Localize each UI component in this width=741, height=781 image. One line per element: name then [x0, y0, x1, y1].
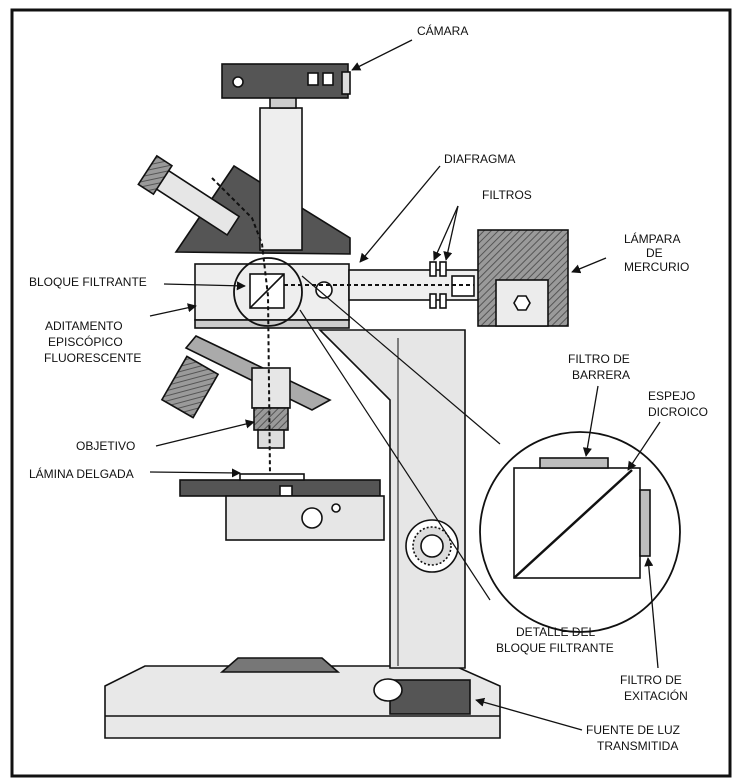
label-detalle-2: BLOQUE FILTRANTE [496, 641, 614, 655]
label-fuente-1: FUENTE DE LUZ [586, 723, 680, 737]
mercury-lamp-nut [513, 295, 531, 311]
base-foot [219, 657, 341, 673]
label-aditamento-3: FLUORESCENTE [44, 351, 141, 365]
dichroic-mirror [513, 469, 633, 579]
label-diafragma: DIAFRAGMA [444, 152, 515, 166]
eyepiece [137, 154, 241, 237]
objective-side [160, 355, 220, 419]
optical-path [211, 177, 474, 475]
label-aditamento-2: EPISCÓPICO [48, 334, 123, 349]
label-espejo-2: DICROICO [648, 405, 708, 419]
label-filtros: FILTROS [482, 188, 532, 202]
camera-tube [259, 107, 303, 251]
microscope-illustration [104, 63, 569, 739]
label-lampara-3: MERCURIO [624, 260, 689, 274]
label-camara: CÁMARA [417, 23, 468, 38]
camera-side [341, 71, 351, 95]
frame-border [10, 8, 732, 778]
labels: CÁMARA DIAFRAGMA FILTROS LÁMPARA DE MERC… [29, 23, 708, 753]
label-filtro-exitacion-2: EXITACIÓN [624, 688, 688, 703]
filter-block-circle [233, 257, 303, 327]
label-detalle-1: DETALLE DEL [516, 625, 595, 639]
filter-1-bottom [429, 293, 437, 309]
filter-2-bottom [439, 293, 447, 309]
filter-block-detail [299, 275, 681, 633]
leader-arrows [149, 39, 661, 731]
arm [318, 329, 466, 669]
filter-2-top [439, 261, 447, 277]
label-aditamento-1: ADITAMENTO [45, 319, 123, 333]
label-filtro-barrera-2: BARRERA [572, 368, 630, 382]
filter-1-top [429, 261, 437, 277]
label-fuente-2: TRANSMITIDA [597, 739, 678, 753]
filter-block-mirror [249, 273, 285, 309]
stage-clip [279, 485, 293, 497]
epi-attachment-lower [194, 319, 350, 329]
label-lamina-delgada: LÁMINA DELGADA [29, 466, 134, 481]
objective-upper [251, 367, 291, 409]
label-espejo-1: ESPEJO [648, 389, 695, 403]
thin-slide [239, 473, 305, 481]
excitation-filter [639, 489, 651, 557]
camera-lens [232, 76, 244, 88]
objective-tip [257, 429, 285, 449]
label-objetivo: OBJETIVO [76, 439, 135, 453]
light-source-housing [389, 679, 471, 715]
focus-knob-center [420, 534, 444, 558]
label-filtro-exitacion-1: FILTRO DE [620, 673, 682, 687]
label-lampara-2: DE [646, 246, 663, 260]
camera-button-2 [322, 72, 334, 86]
barrier-filter [539, 457, 609, 469]
label-filtro-barrera-1: FILTRO DE [568, 352, 630, 366]
light-source-lens [373, 678, 403, 702]
objective-knurl [253, 407, 289, 431]
camera-button-1 [307, 72, 319, 86]
substage-screw [331, 503, 341, 513]
label-lampara-1: LÁMPARA [624, 231, 680, 246]
substage-knob [301, 507, 323, 529]
label-bloque-filtrante: BLOQUE FILTRANTE [29, 275, 147, 289]
